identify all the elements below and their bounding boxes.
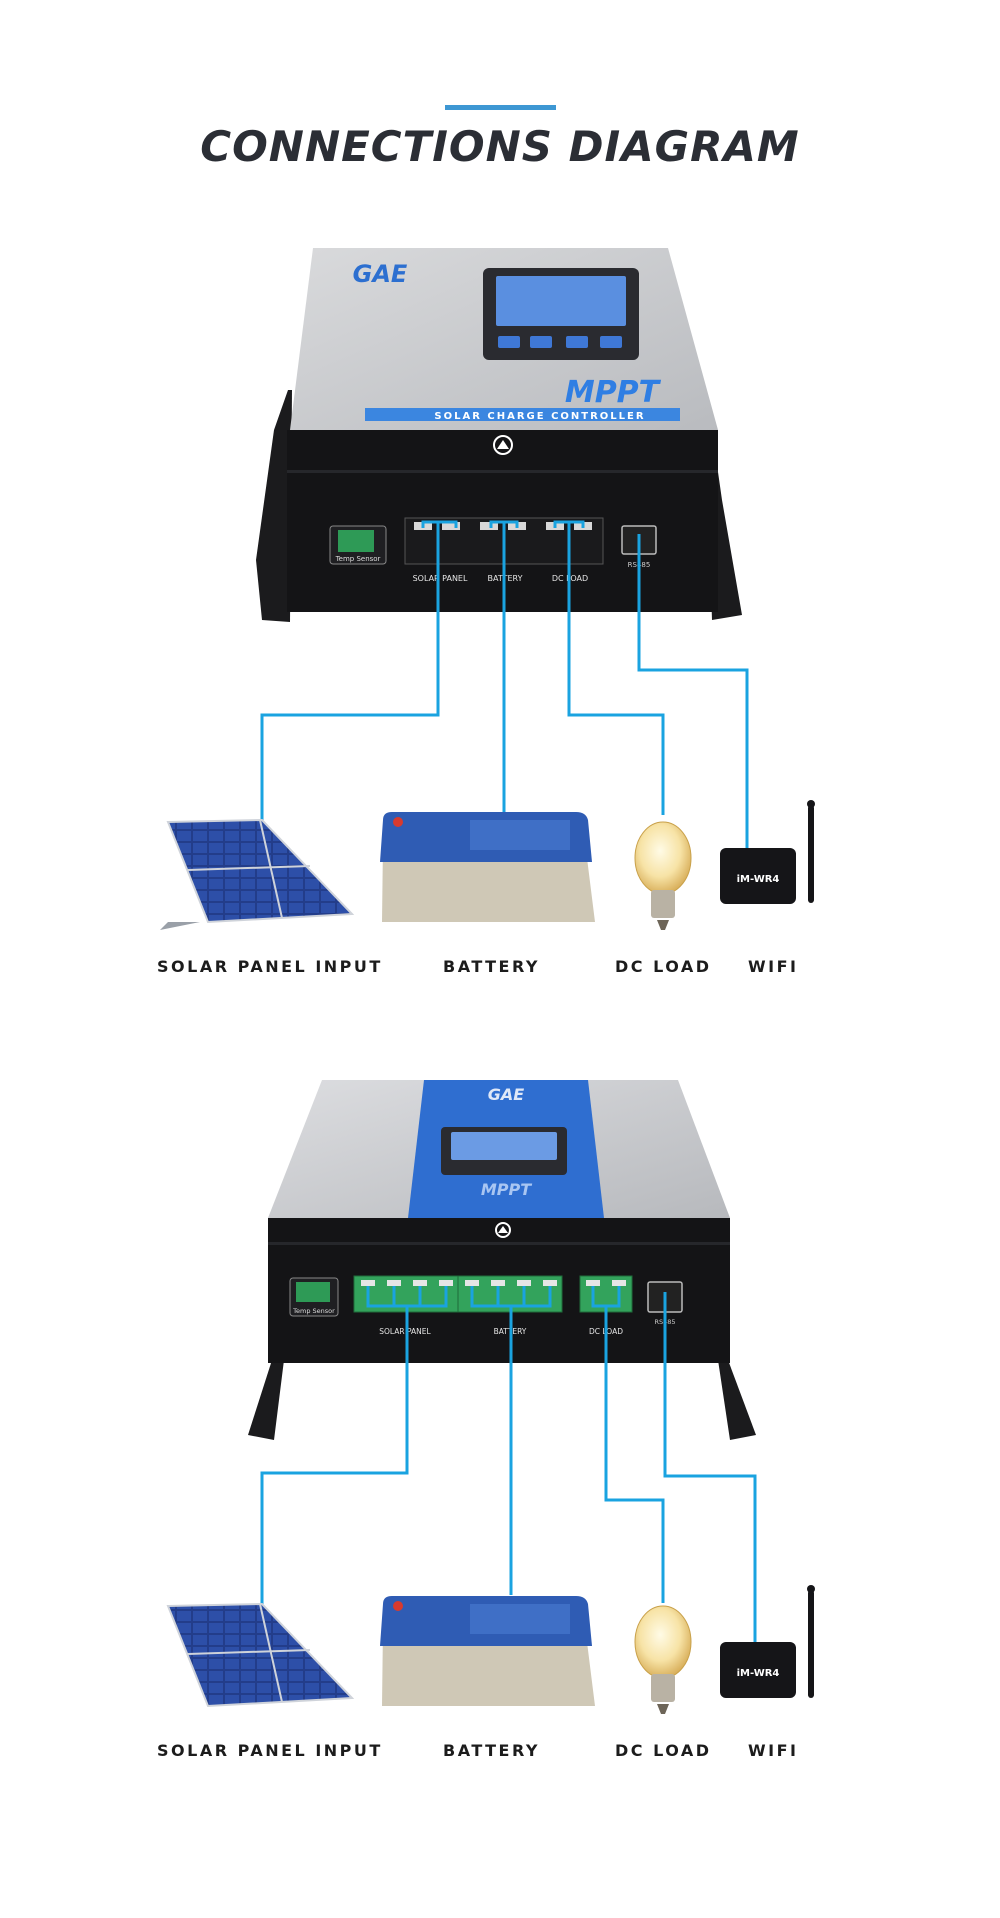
battery-image-2 xyxy=(380,1596,595,1706)
wifi-model-label: iM-WR4 xyxy=(737,874,780,885)
label-dc-load-1: DC LOAD xyxy=(615,957,712,976)
diagram-1: GAE MPPT SOLAR CHARGE CONTROLLER Temp Se… xyxy=(160,248,815,930)
wifi-module-image-2: iM-WR4 xyxy=(720,1585,815,1698)
solar-panel-image-2 xyxy=(166,1602,355,1708)
up-arrow-icon-2 xyxy=(495,1222,511,1238)
title-accent-bar xyxy=(445,105,556,110)
temp-sensor-label: Temp Sensor xyxy=(335,555,381,563)
battery-image xyxy=(380,812,595,922)
diagram-2: GAE MPPT Temp Sensor SOLAR PANEL BATTERY… xyxy=(166,1080,815,1714)
up-arrow-icon xyxy=(493,435,513,455)
label-wifi-2: WIFI xyxy=(748,1741,799,1760)
connection-wires-2 xyxy=(260,1286,757,1642)
connection-wires xyxy=(260,520,749,848)
left-bracket xyxy=(256,390,292,622)
brand-logo: GAE xyxy=(353,260,408,288)
solar-panel-image xyxy=(160,818,355,930)
label-solar-panel-input-2: SOLAR PANEL INPUT xyxy=(157,1741,383,1760)
temp-sensor-label-2: Temp Sensor xyxy=(292,1307,335,1315)
lcd-screen-2 xyxy=(451,1132,557,1160)
light-bulb-image xyxy=(634,821,692,930)
lcd-buttons xyxy=(498,336,622,348)
wifi-module-image: iM-WR4 xyxy=(720,800,815,904)
label-battery-2: BATTERY xyxy=(443,1741,540,1760)
wifi-model-label-2: iM-WR4 xyxy=(737,1668,780,1679)
brand-logo-2: GAE xyxy=(488,1085,525,1104)
model-label: MPPT xyxy=(565,375,662,410)
port-label-solar: SOLAR PANEL xyxy=(413,574,468,583)
body-edge xyxy=(287,470,718,473)
left-bracket-2 xyxy=(248,1360,284,1440)
port-label-solar-2: SOLAR PANEL xyxy=(379,1327,431,1336)
model-label-2: MPPT xyxy=(481,1180,532,1199)
page-title: CONNECTIONS DIAGRAM xyxy=(200,122,800,171)
label-solar-panel-input-1: SOLAR PANEL INPUT xyxy=(157,957,383,976)
subtitle-label: SOLAR CHARGE CONTROLLER xyxy=(434,411,645,422)
label-dc-load-2: DC LOAD xyxy=(615,1741,712,1760)
subtitle-stripe xyxy=(365,408,680,421)
label-wifi-1: WIFI xyxy=(748,957,799,976)
light-bulb-image-2 xyxy=(634,1605,692,1714)
label-battery-1: BATTERY xyxy=(443,957,540,976)
lcd-screen xyxy=(496,276,626,326)
right-bracket-2 xyxy=(718,1360,756,1440)
